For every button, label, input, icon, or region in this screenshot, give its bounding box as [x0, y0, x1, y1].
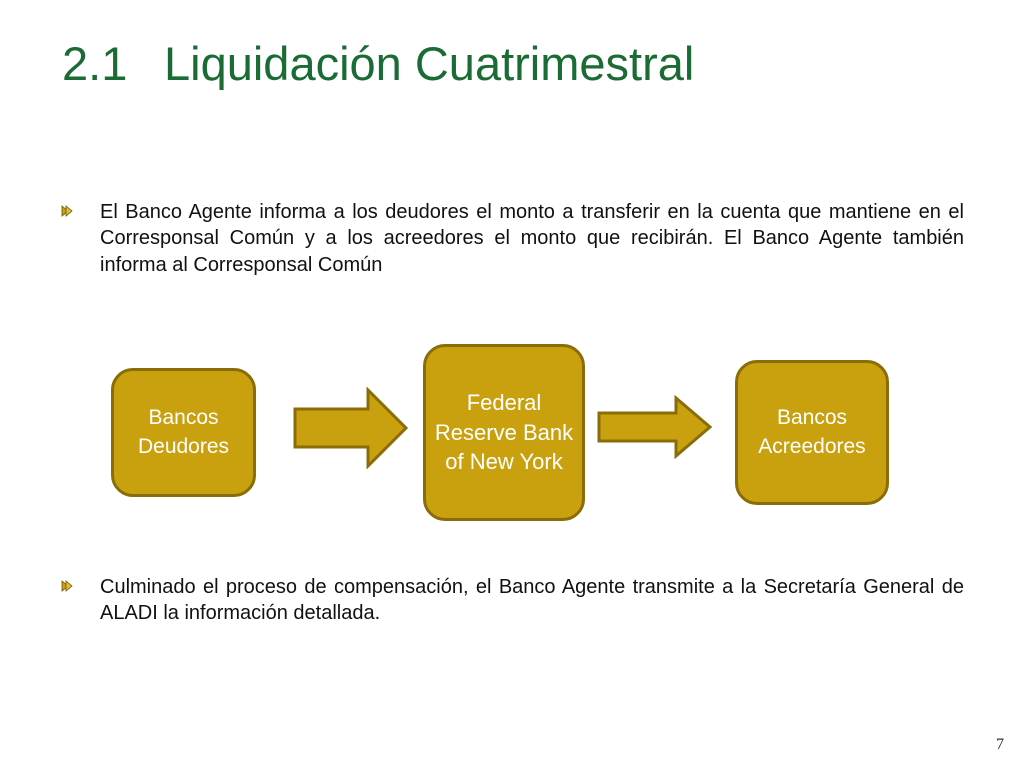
- node-bancos-acreedores: Bancos Acreedores: [735, 360, 889, 505]
- node-federal-reserve-label: Federal Reserve Bank of New York: [434, 389, 574, 475]
- node-federal-reserve: Federal Reserve Bank of New York: [423, 344, 585, 521]
- bullet-text-2: Culminado el proceso de compensación, el…: [100, 576, 964, 625]
- node-bancos-deudores-label: Bancos Deudores: [137, 405, 230, 458]
- chevron-right-bullet-icon: [61, 205, 73, 217]
- chevron-right-bullet-icon: [61, 580, 73, 592]
- node-bancos-deudores: Bancos Deudores: [111, 368, 256, 497]
- slide-title-text: Liquidación Cuatrimestral: [164, 37, 695, 90]
- arrow-right-icon: [293, 387, 409, 469]
- slide-title: 2.1 Liquidación Cuatrimestral: [62, 36, 694, 92]
- page-number: 7: [996, 736, 1004, 753]
- bullet-item-2: Culminado el proceso de compensación, el…: [60, 574, 964, 627]
- bullet-item-1: El Banco Agente informa a los deudores e…: [60, 199, 964, 278]
- node-bancos-acreedores-label: Bancos Acreedores: [758, 405, 866, 458]
- bullet-text-1: El Banco Agente informa a los deudores e…: [100, 201, 964, 276]
- arrow-right-icon: [597, 395, 713, 459]
- slide-title-number: 2.1: [62, 37, 128, 90]
